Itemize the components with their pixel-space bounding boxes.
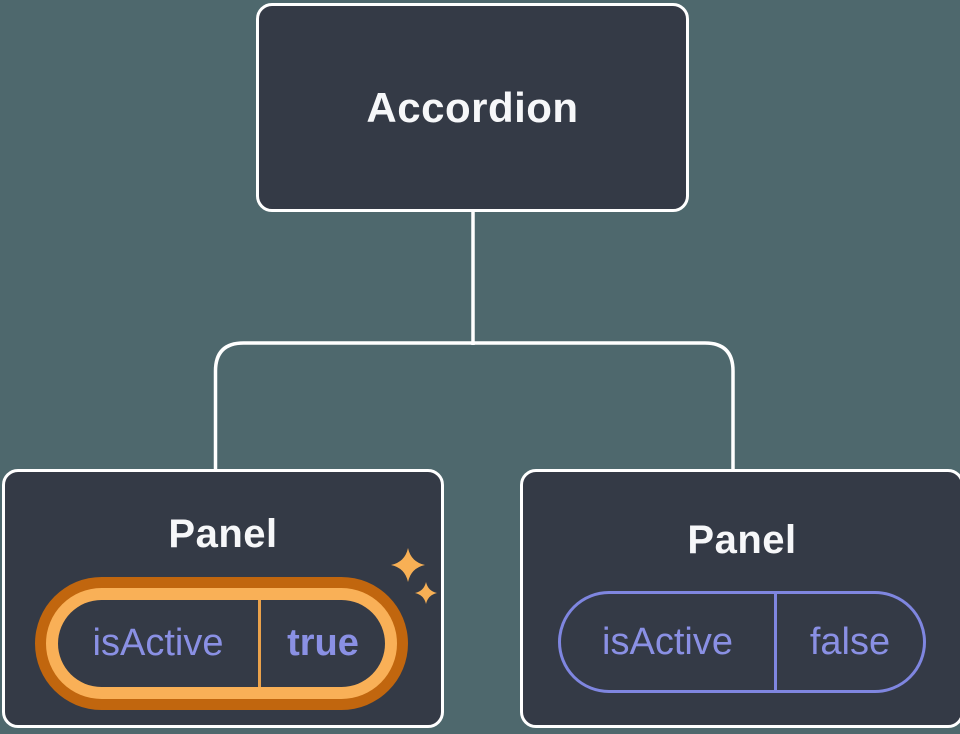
pill-divider [258, 600, 261, 687]
root-node-accordion: Accordion [256, 3, 689, 212]
state-prop-value: true [287, 622, 359, 664]
root-node-label: Accordion [366, 83, 579, 131]
state-prop-name: isActive [602, 620, 733, 663]
sparkle-small [415, 582, 437, 604]
state-pill-active: isActive true [58, 600, 385, 687]
pill-divider [774, 594, 777, 690]
state-prop-value: false [809, 620, 891, 663]
panel-title: Panel [168, 512, 278, 556]
panel-node-active: Panel isActive true [2, 469, 444, 728]
branch-line [213, 341, 735, 471]
panel-title: Panel [687, 518, 797, 562]
sparkles-icon [391, 548, 437, 604]
sparkle-large [391, 548, 425, 582]
panel-node-inactive: Panel isActive false [520, 469, 960, 728]
state-pill-inactive: isActive false [558, 591, 926, 693]
state-prop-name: isActive [92, 622, 224, 664]
